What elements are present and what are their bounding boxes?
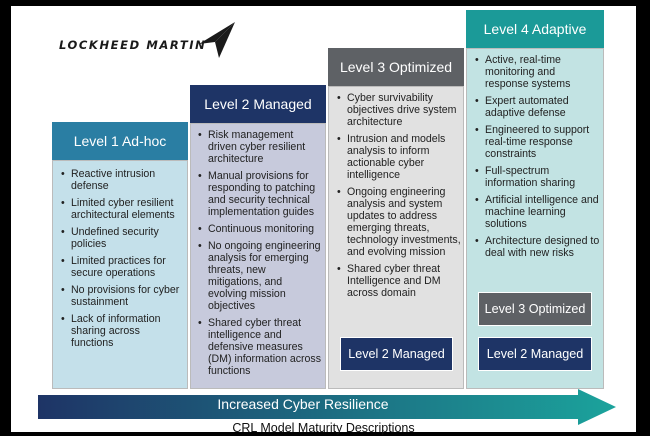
list-item: Cyber survivability objectives drive sys…: [337, 92, 461, 128]
list-item: Architecture designed to deal with new r…: [475, 235, 601, 259]
list-item: Shared cyber threat Intelligence and DM …: [337, 263, 461, 299]
list-item: Engineered to support real-time response…: [475, 124, 601, 160]
list-item: Lack of information sharing across funct…: [61, 313, 183, 349]
list-item: No ongoing engineering analysis for emer…: [198, 240, 322, 312]
level-4-list: Active, real-time monitoring and respons…: [475, 54, 601, 264]
level-3-header: Level 3 Optimized: [328, 48, 464, 86]
list-item: Manual provisions for responding to patc…: [198, 170, 322, 218]
logo-star-icon: [199, 22, 235, 58]
level-4-sub-level-2: Level 2 Managed: [478, 337, 592, 371]
list-item: Artificial intelligence and machine lear…: [475, 194, 601, 230]
list-item: Expert automated adaptive defense: [475, 95, 601, 119]
list-item: Active, real-time monitoring and respons…: [475, 54, 601, 90]
level-2-list: Risk management driven cyber resilient a…: [198, 129, 322, 382]
logo-text: LOCKHEED MARTIN: [59, 38, 207, 52]
diagram-canvas: LOCKHEED MARTIN Level 1 Ad-hoc Reactive …: [11, 6, 636, 435]
resilience-arrow: [38, 389, 616, 425]
level-1-list: Reactive intrusion defense Limited cyber…: [61, 168, 183, 354]
list-item: Risk management driven cyber resilient a…: [198, 129, 322, 165]
level-4-header: Level 4 Adaptive: [466, 10, 604, 48]
list-item: Undefined security policies: [61, 226, 183, 250]
list-item: Shared cyber threat intelligence and def…: [198, 317, 322, 377]
level-4-sub-level-3: Level 3 Optimized: [478, 292, 592, 326]
list-item: Continuous monitoring: [198, 223, 322, 235]
arrow-label: Increased Cyber Resilience: [217, 396, 389, 412]
list-item: Reactive intrusion defense: [61, 168, 183, 192]
level-3-sub-level-2: Level 2 Managed: [340, 337, 453, 371]
list-item: Limited practices for secure operations: [61, 255, 183, 279]
list-item: Limited cyber resilient architectural el…: [61, 197, 183, 221]
list-item: Intrusion and models analysis to inform …: [337, 133, 461, 181]
lockheed-martin-logo: LOCKHEED MARTIN: [59, 22, 239, 66]
list-item: No provisions for cyber sustainment: [61, 284, 183, 308]
level-3-list: Cyber survivability objectives drive sys…: [337, 92, 461, 304]
level-1-header: Level 1 Ad-hoc: [52, 122, 188, 160]
level-2-header: Level 2 Managed: [190, 85, 326, 123]
diagram-caption: CRL Model Maturity Descriptions: [232, 421, 415, 435]
list-item: Full-spectrum information sharing: [475, 165, 601, 189]
list-item: Ongoing engineering analysis and system …: [337, 186, 461, 258]
